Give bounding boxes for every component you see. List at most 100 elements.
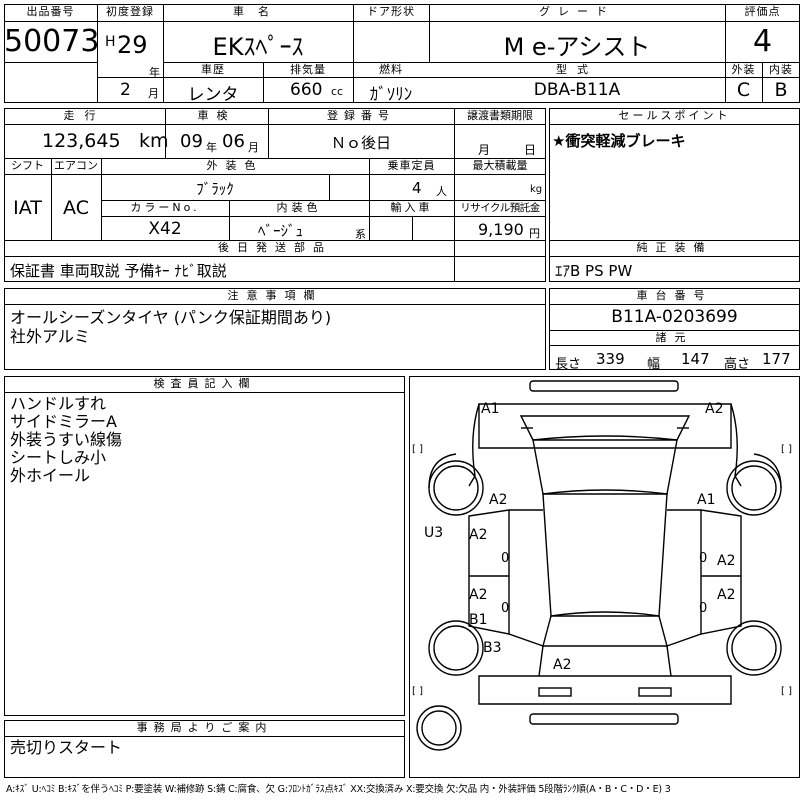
width: 147: [681, 350, 710, 368]
door-label: ドア形状: [367, 5, 415, 18]
score: 4: [752, 24, 773, 59]
mark-front-left: A1: [481, 401, 499, 417]
displacement-label: 排気量: [290, 63, 326, 76]
ac: AC: [63, 197, 89, 219]
inspection-label: 車検: [197, 109, 236, 122]
height-label: 高さ: [724, 357, 751, 372]
interior-color-label: 内装色: [276, 201, 322, 214]
inspector-label: 検査員記入欄: [153, 377, 256, 390]
lot-number: 50073: [4, 24, 100, 59]
color: ﾌﾞﾗｯｸ: [196, 180, 234, 198]
mark-front-right: A2: [705, 401, 723, 417]
load-label: 最大積載量: [472, 159, 528, 172]
inspection-month: 06: [222, 131, 245, 152]
bracket-right-rear: [ ]: [781, 686, 792, 697]
office-note: 売切りスタート: [10, 738, 123, 757]
car-diagram: [ ] [ ] [ ] [ ] 0 0 0 0 A1 A2 A2 A1 U3 A…: [412, 380, 792, 751]
inspector-section: [4, 376, 405, 716]
mark-right-rear-door: A2: [717, 587, 735, 603]
lot-label: 出品番号: [26, 5, 75, 18]
mark-left-rear-door: A2: [469, 587, 487, 603]
length-label: 長さ: [555, 357, 582, 372]
km-unit: km: [139, 130, 169, 152]
zero-right-rear: 0: [699, 601, 707, 616]
interior-color: ﾍﾞｰｼﾞｭ: [258, 222, 304, 240]
bracket-right-front: [ ]: [781, 444, 792, 455]
mileage-label: 走行: [63, 109, 106, 122]
capacity-unit: 人: [436, 185, 447, 198]
mark-left-side: U3: [424, 525, 443, 541]
mark-bonnet: A2: [489, 492, 507, 508]
grade-label: グレード: [539, 5, 615, 18]
reg-year: 29: [117, 31, 148, 59]
mark-left-front-door: A2: [469, 527, 487, 543]
mileage: 123,645: [42, 130, 121, 152]
inspector-line-4: シートしみ小: [10, 448, 107, 467]
chassis: B11A-0203699: [611, 307, 738, 327]
transfer-month-unit: 月: [478, 143, 491, 157]
later-label: 後日発送部品: [218, 241, 332, 254]
inspection-year-unit: 年: [206, 141, 217, 154]
sales-point: ★衝突軽減ブレーキ: [552, 132, 686, 150]
recycle: 9,190: [478, 220, 524, 239]
mark-left-rear-fender: B3: [483, 640, 502, 656]
plate: Ｎｏ後日: [330, 134, 391, 152]
transfer-label: 譲渡書類期限: [467, 109, 533, 122]
chassis-label: 車台番号: [636, 289, 713, 302]
fuel-label: 燃料: [379, 63, 403, 76]
history-label: 車歴: [201, 63, 225, 76]
first-reg-label: 初度登録: [106, 5, 154, 18]
inspector-line-5: 外ホイール: [10, 466, 91, 485]
exterior-grade: C: [736, 79, 751, 101]
caution-line-1: オールシーズンタイヤ (パンク保証期間あり): [10, 308, 332, 327]
details-section: [4, 108, 546, 282]
color-label: 外装色: [206, 159, 264, 172]
height: 177: [762, 350, 791, 368]
model-label: 型式: [556, 63, 598, 76]
interior-color-unit: 系: [355, 228, 366, 241]
transfer-day: 日: [524, 143, 537, 157]
plate-label: 登録番号: [327, 109, 395, 122]
history: レンタ: [187, 85, 239, 105]
caution-section: [4, 288, 546, 370]
equipment: ｴｱB PS PW: [555, 262, 633, 280]
recycle-label: リサイクル預託金: [460, 202, 540, 214]
bracket-left-front: [ ]: [412, 444, 423, 455]
caution-label: 注意事項欄: [227, 289, 323, 302]
recycle-unit: 円: [529, 227, 540, 240]
later-parts: 保証書 車両取説 予備ｷｰ ﾅﾋﾞ取説: [10, 262, 227, 280]
exterior-label: 外装: [731, 63, 756, 76]
import-label: 輸入車: [390, 201, 433, 214]
interior-grade: B: [774, 79, 788, 101]
inspector-line-3: 外装うすい線傷: [10, 430, 123, 449]
zero-left-rear: 0: [501, 601, 509, 616]
color-no: X42: [148, 219, 182, 239]
mark-right-front-door: A2: [717, 553, 735, 569]
inspector-line-2: サイドミラーA: [10, 412, 117, 431]
mark-right-front-fender: A1: [697, 492, 715, 508]
office-label: 事務局よりご案内: [136, 721, 273, 734]
zero-left-front: 0: [501, 551, 509, 566]
cc-unit: cc: [331, 85, 344, 98]
era: H: [105, 34, 116, 50]
fuel: ｶﾞｿﾘﾝ: [369, 85, 413, 105]
grade: M e-アシスト: [503, 33, 651, 61]
displacement: 660: [290, 80, 323, 100]
caution-line-2: 社外アルミ: [10, 327, 90, 346]
shift: IAT: [13, 197, 42, 219]
ac-label: エアコン: [54, 159, 98, 172]
equipment-label: 純正装備: [636, 241, 713, 254]
inspection-year: 09: [180, 131, 203, 152]
car-name-label: 車名: [233, 5, 283, 18]
reg-month: 2: [120, 80, 131, 100]
interior-label: 内装: [769, 63, 793, 76]
sales-label: セールスポイント: [618, 109, 731, 122]
zero-right-front: 0: [699, 551, 707, 566]
capacity-label: 乗車定員: [387, 159, 436, 172]
legend: A:ｷｽﾞ U:ﾍｺﾐ B:ｷｽﾞを伴うﾍｺﾐ P:要塗装 W:補修跡 S:錆 …: [6, 784, 671, 795]
shift-label: シフト: [11, 159, 44, 172]
load-unit: kg: [530, 184, 543, 195]
month-unit: 月: [148, 87, 159, 100]
inspector-line-1: ハンドルすれ: [10, 394, 107, 413]
spec-label: 諸元: [655, 331, 694, 344]
